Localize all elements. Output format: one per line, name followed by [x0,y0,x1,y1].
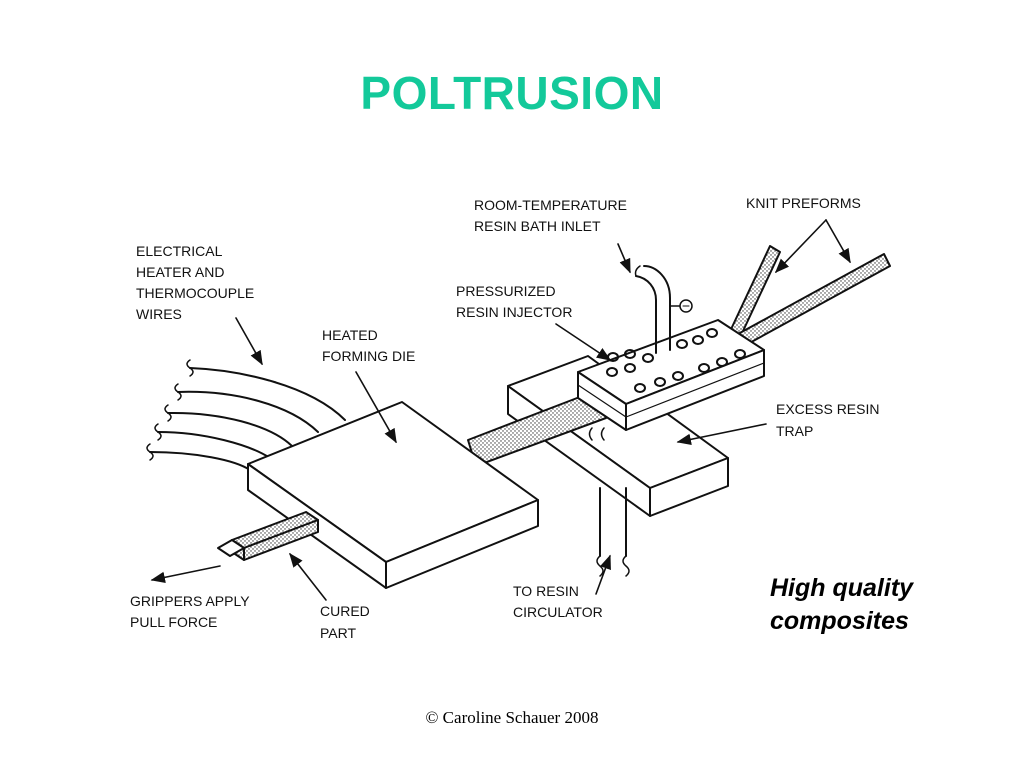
arrow-pressurized [555,323,612,361]
label-excess-line2: TRAP [776,423,813,439]
label-circulator-line2: CIRCULATOR [513,604,603,620]
caption: High quality composites [770,572,913,638]
caption-line-2: composites [770,607,909,635]
heater-wires [146,359,346,471]
cured-part [217,511,319,561]
label-electrical-line4: WIRES [136,306,182,322]
label-electrical-line2: HEATER AND [136,264,224,280]
caption-line-1: High quality [770,574,914,602]
label-electrical-line1: ELECTRICAL [136,243,223,259]
arrow-knit-1 [775,219,827,274]
knit-preform-strips [725,245,891,347]
label-room-temp-line2: RESIN BATH INLET [474,218,601,234]
arrow-excess-trap [676,423,767,446]
label-grippers-line1: GRIPPERS APPLY [130,593,250,609]
resin-inlet-pipe [634,265,693,354]
copyright-footer: © Caroline Schauer 2008 [425,708,599,727]
resin-injector [577,319,765,441]
arrow-electrical [235,317,263,366]
label-heated-line2: FORMING DIE [322,348,415,364]
label-grippers-line2: PULL FORCE [130,614,217,630]
arrow-room-temp [617,243,631,274]
page-title: POLTRUSION [360,67,664,119]
resin-circulator-pipe [596,487,630,577]
label-pressurized-line1: PRESSURIZED [456,283,556,299]
label-pressurized-line2: RESIN INJECTOR [456,304,572,320]
label-cured-line1: CURED [320,603,370,619]
arrow-grippers [150,565,221,584]
label-knit-preforms: KNIT PREFORMS [746,195,861,211]
label-electrical-line3: THERMOCOUPLE [136,285,254,301]
arrow-circulator [595,554,611,595]
label-room-temp-line1: ROOM-TEMPERATURE [474,197,627,213]
label-cured-line2: PART [320,625,356,641]
arrow-heated-die [355,371,397,444]
label-heated-line1: HEATED [322,327,378,343]
arrow-knit-2 [825,219,851,264]
label-circulator-line1: TO RESIN [513,583,579,599]
arrow-cured [289,552,327,601]
label-excess-line1: EXCESS RESIN [776,401,879,417]
